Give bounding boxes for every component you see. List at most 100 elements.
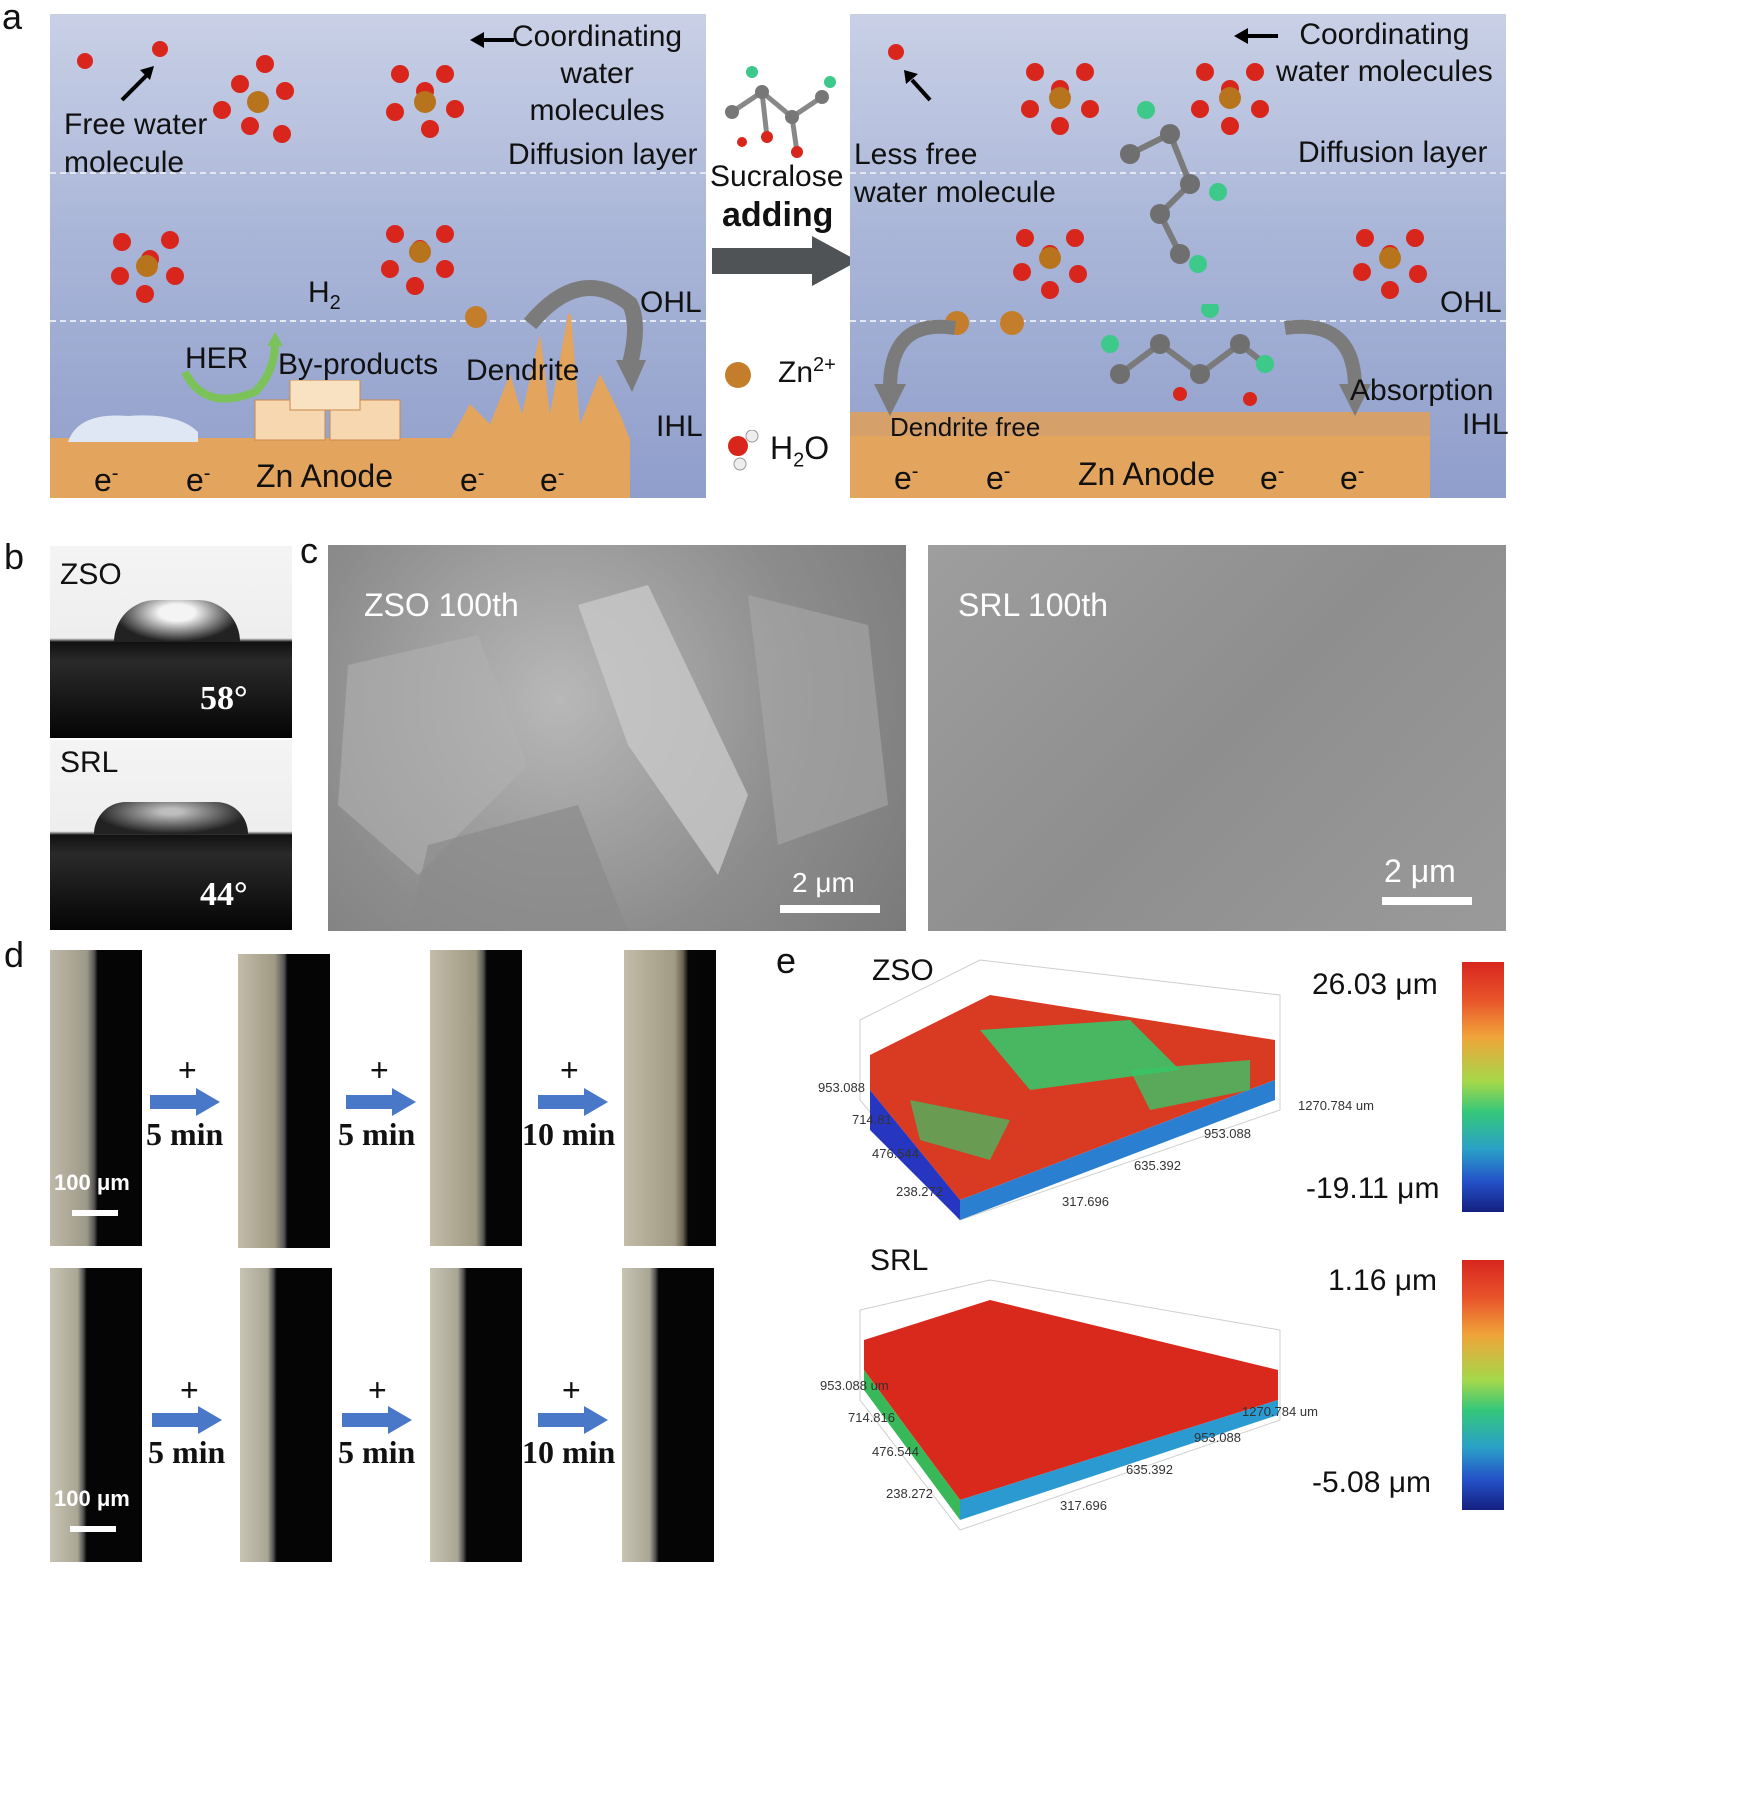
srl-max: 1.16 μm	[1328, 1264, 1437, 1297]
coordinating-water-label: Coordinating water molecules	[512, 20, 683, 127]
dendrite-shape	[450, 314, 630, 440]
electron-1: e-	[94, 462, 119, 498]
ohl-label: OHL	[640, 286, 702, 319]
electron-3: e-	[460, 462, 485, 498]
sem-srl-title: SRL 100th	[958, 587, 1109, 623]
surface-plot-srl	[859, 1279, 1281, 1531]
zn-anode-label-right: Zn Anode	[1078, 456, 1215, 492]
zn-ion-legend-label: Zn2+	[778, 354, 836, 389]
zn-ion-right-2	[1000, 311, 1024, 335]
schematic-after: Coordinating water molecules Less free w…	[850, 14, 1509, 498]
sem-zso-scalebar	[780, 905, 880, 913]
srl-tick-x1: 317.696	[1060, 1498, 1107, 1513]
micrograph-srl-3	[622, 1268, 714, 1562]
absorption-label: Absorption	[1350, 374, 1494, 407]
ihl-label: IHL	[656, 410, 703, 443]
srl-angle: 44°	[200, 876, 248, 913]
protective-layer	[850, 412, 1430, 436]
electron-2: e-	[186, 462, 211, 498]
sem-zso-texture	[338, 585, 888, 931]
adsorbed-sucralose	[1101, 304, 1274, 406]
micrograph-zso-3	[624, 950, 716, 1246]
sem-srl-scale-label: 2 μm	[1384, 853, 1456, 889]
zn-anode-left	[50, 438, 630, 498]
water-legend-icon	[728, 430, 759, 471]
schematic-before: Free water molecule Coordinating water m…	[50, 14, 706, 498]
srl-tick-x3: 953.088	[1194, 1430, 1241, 1445]
h2-subscript: 2	[329, 292, 341, 314]
byproduct-blocks	[254, 380, 401, 441]
arrow-d1	[150, 1088, 220, 1116]
electron-r3: e-	[1260, 460, 1285, 496]
less-free-water-label: Less free water molecule	[854, 138, 1056, 209]
step-d4: 5 min	[148, 1434, 226, 1470]
srl-min: -5.08 μm	[1312, 1466, 1431, 1499]
sem-zso-title: ZSO 100th	[364, 587, 519, 623]
step-d1: 5 min	[146, 1116, 224, 1152]
electron-r4: e-	[1340, 460, 1365, 496]
zn-ion-legend-icon	[725, 362, 751, 388]
zn-anode-label-left: Zn Anode	[256, 458, 393, 494]
profile-zso-name: ZSO	[872, 954, 934, 987]
profile-srl-name: SRL	[870, 1244, 929, 1277]
plus-d6: +	[562, 1372, 581, 1408]
zso-name-b: ZSO	[60, 558, 122, 591]
zn-anode-right	[850, 436, 1430, 498]
ohl-boundary-right	[850, 320, 1506, 322]
plus-d1: +	[178, 1052, 197, 1088]
scale-label-d1: 100 μm	[54, 1170, 130, 1195]
plus-d4: +	[180, 1372, 199, 1408]
hydrated-zn-ions-left	[77, 41, 464, 303]
zso-tick-x3: 953.088	[1204, 1126, 1251, 1141]
srl-name-b: SRL	[60, 746, 119, 779]
srl-tick-x4: 1270.784 um	[1242, 1404, 1318, 1419]
srl-colorbar	[1462, 1260, 1504, 1510]
plus-d2: +	[370, 1052, 389, 1088]
arrow-d6	[538, 1406, 608, 1434]
panel-c-label: c	[300, 530, 318, 571]
micrograph-srl-0	[50, 1268, 142, 1562]
deposition-arrow-left	[874, 319, 957, 416]
h2-label: H2	[308, 276, 341, 315]
arrow-d4	[152, 1406, 222, 1434]
srl-tick-y2: 714.816	[848, 1410, 895, 1425]
zso-tick-x2: 635.392	[1134, 1158, 1181, 1173]
panel-d-label: d	[4, 934, 25, 975]
electron-r1: e-	[894, 460, 919, 496]
ohl-boundary	[50, 320, 706, 322]
diffusion-layer-label-right: Diffusion layer	[1298, 136, 1488, 169]
step-d2: 5 min	[338, 1116, 416, 1152]
dendrite-arrow	[523, 280, 646, 392]
ohl-label-right: OHL	[1440, 286, 1502, 319]
scalebar-d2	[70, 1526, 116, 1532]
step-d5: 5 min	[338, 1434, 416, 1470]
water-legend-label: H2O	[770, 430, 830, 472]
zso-tick-y4: 238.272	[896, 1184, 943, 1199]
srl-tick-y4: 238.272	[886, 1486, 933, 1501]
sucralose-label: Sucralose	[710, 160, 844, 193]
zso-tick-y1: 953.088	[818, 1080, 865, 1095]
scale-label-d2: 100 μm	[54, 1486, 130, 1511]
free-water-label: Free water molecule	[64, 108, 208, 179]
scalebar-d1	[72, 1210, 118, 1216]
arrow-d3	[538, 1088, 608, 1116]
zso-max: 26.03 μm	[1312, 968, 1438, 1001]
sem-zso: ZSO 100th 2 μm	[328, 545, 906, 931]
ihl-label-right: IHL	[1462, 408, 1509, 441]
micrograph-zso-2	[430, 950, 522, 1246]
dendrite-free-label: Dendrite free	[890, 412, 1041, 442]
arrow-d5	[342, 1406, 412, 1434]
srl-tick-x2: 635.392	[1126, 1462, 1173, 1477]
hydrated-zn-ions-right	[888, 44, 1427, 299]
zso-tick-y2: 714.81	[852, 1112, 892, 1127]
electron-r2: e-	[986, 460, 1011, 496]
surface-plot-zso	[859, 959, 1281, 1221]
dendrite-label: Dendrite	[466, 354, 580, 387]
panel-e-label: e	[776, 940, 797, 981]
passivation-deposit	[68, 415, 198, 442]
adding-arrow	[712, 236, 858, 286]
free-water-arrow	[120, 66, 154, 102]
panel-b-label: b	[4, 536, 25, 577]
sem-srl: SRL 100th 2 μm	[928, 545, 1506, 931]
zso-tick-x4: 1270.784 um	[1298, 1098, 1374, 1113]
